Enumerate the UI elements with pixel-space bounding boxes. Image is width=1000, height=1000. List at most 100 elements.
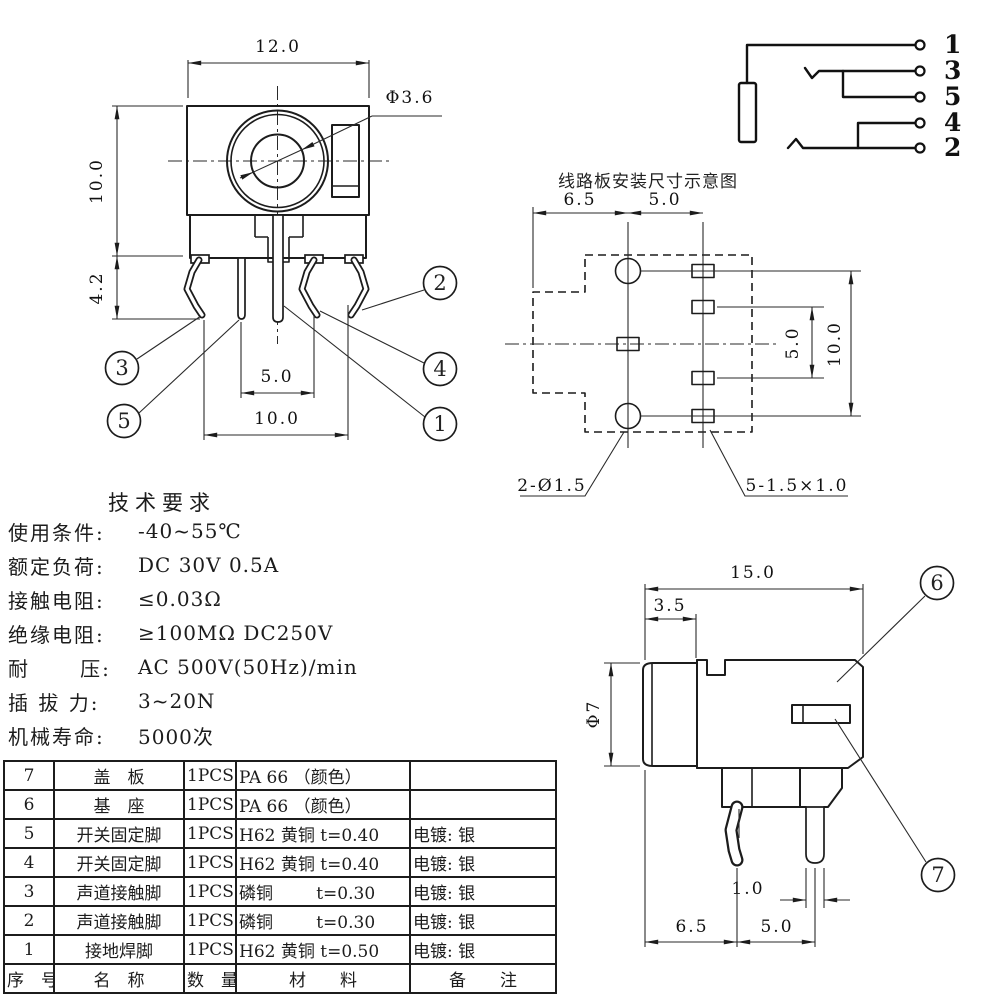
tech-req-item: 绝缘电阻: ≥100MΩ DC250V [8,616,388,650]
tech-req-value: -40~55℃ [138,519,242,543]
table-row: 7 盖 板 1PCS PA 66 （颜色） [3,760,557,791]
part-no: 3 [3,876,55,907]
balloon-7-leader [834,718,927,863]
front-view-dimensions: 12.0 10.0 4.2 Φ3.6 5.0 10.0 [87,37,442,440]
part-no: 1 [3,934,55,965]
dim-span-rear: 5.0 [760,917,793,937]
part-qty: 1PCS [183,818,237,849]
part-remark: 电镀: 银 [409,934,557,965]
tech-req-label: 使用条件: [8,520,105,545]
dim-pcb-row-inner: 5.0 [783,326,803,359]
dim-front-length: 3.5 [653,596,686,616]
part-no: 5 [3,818,55,849]
part-material: H62 黄铜 t=0.50 [235,934,411,965]
part-name: 开关固定脚 [53,818,185,849]
pcb-linework [505,207,861,448]
tech-req-item: 耐 压: AC 500V(50Hz)/min [8,650,388,684]
dim-pcb-left: 6.5 [563,190,596,210]
balloon-5-label: 5 [117,409,130,433]
dim-pitch-outer: 10.0 [254,409,300,429]
header-name: 名 称 [53,963,185,994]
tech-req-label: 额定负荷: [8,554,105,579]
part-remark [409,789,557,820]
part-material: 磷铜 t=0.30 [235,905,411,936]
header-remark: 备 注 [409,963,557,994]
dim-body-height: 10.0 [87,158,107,204]
dim-barrel-diameter: Φ7 [584,700,604,729]
balloon-4-label: 4 [433,357,446,381]
dim-pin-length: 4.2 [87,271,107,304]
balloon-5: 5 [106,403,142,439]
part-qty: 1PCS [183,760,237,791]
tech-req-label: 耐 压: [8,656,111,681]
balloon-6-leader [836,595,926,683]
dim-pcb-row-outer: 10.0 [825,321,845,367]
part-material: H62 黄铜 t=0.40 [235,847,411,878]
tech-req-value: 3~20N [138,689,216,713]
front-view: 12.0 10.0 4.2 Φ3.6 5.0 10.0 [87,37,458,442]
pcb-layout: 线路板安装尺寸示意图 6.5 5.0 5.0 10.0 [505,172,861,497]
dim-pin-width: 1.0 [731,879,764,899]
tech-req-label: 接触电阻: [8,588,105,613]
part-name: 开关固定脚 [53,847,185,878]
part-qty: 1PCS [183,905,237,936]
tech-req-value: ≤0.03Ω [138,587,222,611]
schematic-linework [737,39,926,154]
part-remark: 电镀: 银 [409,876,557,907]
label-slot-holes: 5-1.5×1.0 [746,476,849,496]
terminal-label-1: 1 [944,30,961,59]
dim-pitch-inner: 5.0 [260,367,293,387]
part-remark [409,760,557,791]
part-name: 盖 板 [53,760,185,791]
tech-req-label: 插 拔 力: [8,690,100,715]
tech-req-item: 使用条件: -40~55℃ [8,514,388,548]
dim-span-front: 6.5 [675,917,708,937]
header-qty: 数 量 [183,963,237,994]
header-material: 材 料 [235,963,411,994]
terminal-label-2: 2 [944,133,961,162]
balloon-4: 4 [422,351,458,387]
part-material: 磷铜 t=0.30 [235,876,411,907]
tech-requirements-title: 技术要求 [108,491,216,515]
table-row: 5 开关固定脚 1PCS H62 黄铜 t=0.40 电镀: 银 [3,818,557,849]
dim-body-width: 12.0 [255,37,301,57]
tech-req-value: DC 30V 0.5A [138,553,280,577]
balloon-7-label: 7 [931,863,944,887]
dim-hole-diameter: Φ3.6 [386,88,435,108]
tech-req-label: 绝缘电阻: [8,622,105,647]
balloon-1-label: 1 [433,412,446,436]
balloon-3-label: 3 [115,356,128,380]
part-no: 4 [3,847,55,878]
part-name: 声道接触脚 [53,905,185,936]
part-name: 声道接触脚 [53,876,185,907]
tech-req-value: AC 500V(50Hz)/min [138,655,358,679]
balloon-leaders [136,289,426,418]
terminal-label-5: 5 [944,82,961,111]
part-qty: 1PCS [183,847,237,878]
tech-req-value: ≥100MΩ DC250V [138,621,334,645]
part-material: PA 66 （颜色） [235,789,411,820]
balloon-6-label: 6 [930,571,943,595]
part-no: 2 [3,905,55,936]
tech-req-item: 额定负荷: DC 30V 0.5A [8,548,388,582]
dim-pcb-right: 5.0 [648,190,681,210]
part-name: 接地焊脚 [53,934,185,965]
terminal-label-3: 3 [944,56,961,85]
part-remark: 电镀: 银 [409,905,557,936]
part-qty: 1PCS [183,789,237,820]
part-no: 7 [3,760,55,791]
side-view-dimensions: 15.0 3.5 Φ7 1.0 6.5 5.0 [584,563,864,947]
tech-requirements: 技术要求 使用条件: -40~55℃ 额定负荷: DC 30V 0.5A 接触电… [8,487,388,752]
part-qty: 1PCS [183,934,237,965]
dim-total-length: 15.0 [730,563,776,583]
parts-table: 7 盖 板 1PCS PA 66 （颜色） 6 基 座 1PCS PA 66 （… [3,760,557,994]
table-row: 1 接地焊脚 1PCS H62 黄铜 t=0.50 电镀: 银 [3,934,557,965]
side-view: 15.0 3.5 Φ7 1.0 6.5 5.0 6 [584,563,956,947]
tech-req-item: 机械寿命: 5000次 [8,718,388,752]
table-row: 3 声道接触脚 1PCS 磷铜 t=0.30 电镀: 银 [3,876,557,907]
part-name: 基 座 [53,789,185,820]
balloon-7: 7 [920,857,956,893]
tech-req-item: 插 拔 力: 3~20N [8,684,388,718]
